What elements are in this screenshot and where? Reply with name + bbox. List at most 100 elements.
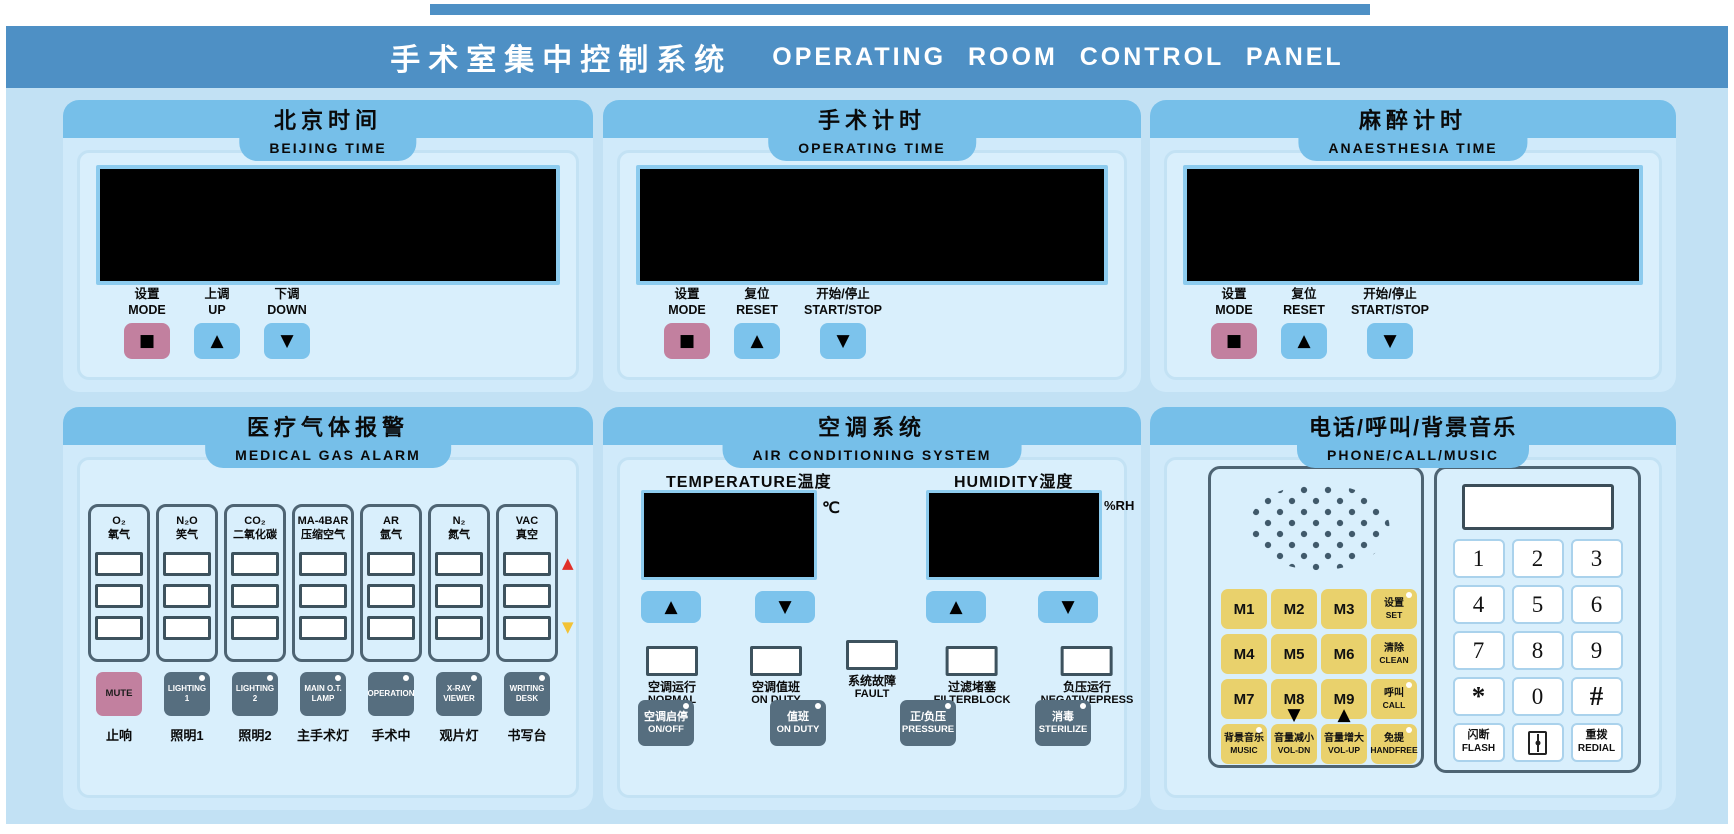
led-indicator (335, 675, 341, 681)
start-stop-button[interactable]: ▼ (1367, 323, 1413, 360)
keypad-3[interactable]: 3 (1570, 539, 1623, 578)
writing-desk-label: 书写台 (507, 728, 547, 743)
led-indicator (1406, 727, 1412, 733)
ac-on-duty-button[interactable]: 值班 ON DUTY (770, 700, 826, 746)
memory-key-m5[interactable]: M5 (1271, 634, 1317, 674)
gas-indicator (503, 551, 551, 576)
memory-key-m4[interactable]: M4 (1221, 634, 1267, 674)
main-ot-lamp-label: 主手术灯 (296, 728, 349, 743)
gas-indicator (163, 615, 211, 640)
hold-button[interactable] (1511, 723, 1564, 762)
gas-indicator (163, 551, 211, 576)
keypad-8[interactable]: 8 (1511, 631, 1564, 670)
gas-indicator (231, 551, 279, 576)
indicator-fault: 系统故障 FAULT (846, 640, 898, 702)
mode-button[interactable]: ■ (1211, 323, 1257, 360)
start-stop-button[interactable]: ▼ (820, 323, 866, 360)
keypad-hash[interactable]: # (1570, 677, 1623, 716)
memory-key-m8[interactable]: M8 (1271, 679, 1317, 719)
led-indicator (945, 703, 951, 709)
temperature-up-button[interactable]: ▲ (641, 591, 701, 623)
gas-indicator (435, 551, 483, 576)
led-indicator (1406, 682, 1412, 688)
keypad-4[interactable]: 4 (1452, 585, 1505, 624)
gas-indicator (367, 615, 415, 640)
anaesthesia-time-lcd (1183, 165, 1643, 285)
beijing-time-lcd (96, 165, 560, 285)
keypad-star[interactable]: * (1452, 677, 1505, 716)
memory-key-m2[interactable]: M2 (1271, 589, 1317, 629)
keypad-2[interactable]: 2 (1511, 539, 1564, 578)
reset-button[interactable]: ▲ (734, 323, 780, 360)
humidity-up-button[interactable]: ▲ (926, 591, 986, 623)
gas-indicator (95, 551, 143, 576)
panel-background: 手术室集中控制系统 OPERATING ROOM CONTROL PANEL 北… (6, 26, 1728, 824)
main-ot-lamp-button[interactable]: MAIN O.T. LAMP (300, 672, 346, 716)
humidity-down-button[interactable]: ▼ (1038, 591, 1098, 623)
indicator-lamp (945, 646, 998, 676)
humidity-lcd (926, 490, 1102, 580)
led-indicator (1080, 703, 1086, 709)
panel-subtitle: OPERATING TIME (768, 138, 976, 161)
gas-indicator (435, 583, 483, 608)
keypad-0[interactable]: 0 (1511, 677, 1564, 716)
memory-key-m9[interactable]: M9 (1321, 679, 1367, 719)
mode-button[interactable]: ■ (664, 323, 710, 360)
lighting1-button[interactable]: LIGHTING 1 (164, 672, 210, 716)
ac-on-off-button[interactable]: 空调启停 ON/OFF (638, 700, 694, 746)
reset-button[interactable]: ▲ (1281, 323, 1327, 360)
mute-button[interactable]: MUTE (96, 672, 142, 716)
keypad-7[interactable]: 7 (1452, 631, 1505, 670)
panel-title: 麻醉计时 (1150, 100, 1676, 138)
keypad-1[interactable]: 1 (1452, 539, 1505, 578)
operation-button[interactable]: OPERATION (368, 672, 414, 716)
panel-subtitle: PHONE/CALL/MUSIC (1297, 445, 1529, 468)
gas-indicator (503, 583, 551, 608)
led-indicator (403, 675, 409, 681)
keypad-9[interactable]: 9 (1570, 631, 1623, 670)
up-button[interactable]: ▲ (194, 323, 240, 360)
keypad-5[interactable]: 5 (1511, 585, 1564, 624)
triangle-up-icon: ▲ (750, 331, 764, 352)
gas-indicator (95, 615, 143, 640)
low-alarm-icon: ▼ (562, 618, 574, 636)
xray-viewer-button[interactable]: X-RAY VIEWER (436, 672, 482, 716)
panel-subtitle: AIR CONDITIONING SYSTEM (722, 445, 1022, 468)
memory-key-m1[interactable]: M1 (1221, 589, 1267, 629)
pressure-button[interactable]: 正/负压 PRESSURE (900, 700, 956, 746)
memory-key-m3[interactable]: M3 (1321, 589, 1367, 629)
down-button[interactable]: ▼ (264, 323, 310, 360)
memory-key-m6[interactable]: M6 (1321, 634, 1367, 674)
gas-indicator (299, 551, 347, 576)
mode-button[interactable]: ■ (124, 323, 170, 360)
led-indicator (199, 675, 205, 681)
triangle-down-icon: ▼ (1061, 597, 1075, 617)
indicator-lamp (846, 640, 898, 670)
keypad-6[interactable]: 6 (1570, 585, 1623, 624)
panel-title: 北京时间 (63, 100, 593, 138)
lighting2-button[interactable]: LIGHTING 2 (232, 672, 278, 716)
panel-title: 手术计时 (603, 100, 1141, 138)
memory-key-m7[interactable]: M7 (1221, 679, 1267, 719)
indicator-lamp (1061, 646, 1113, 676)
mute-label: 止响 (105, 728, 132, 743)
sterilize-button[interactable]: 消毒 STERILIZE (1035, 700, 1091, 746)
writing-desk-button[interactable]: WRITING DESK (504, 672, 550, 716)
temperature-down-button[interactable]: ▼ (755, 591, 815, 623)
